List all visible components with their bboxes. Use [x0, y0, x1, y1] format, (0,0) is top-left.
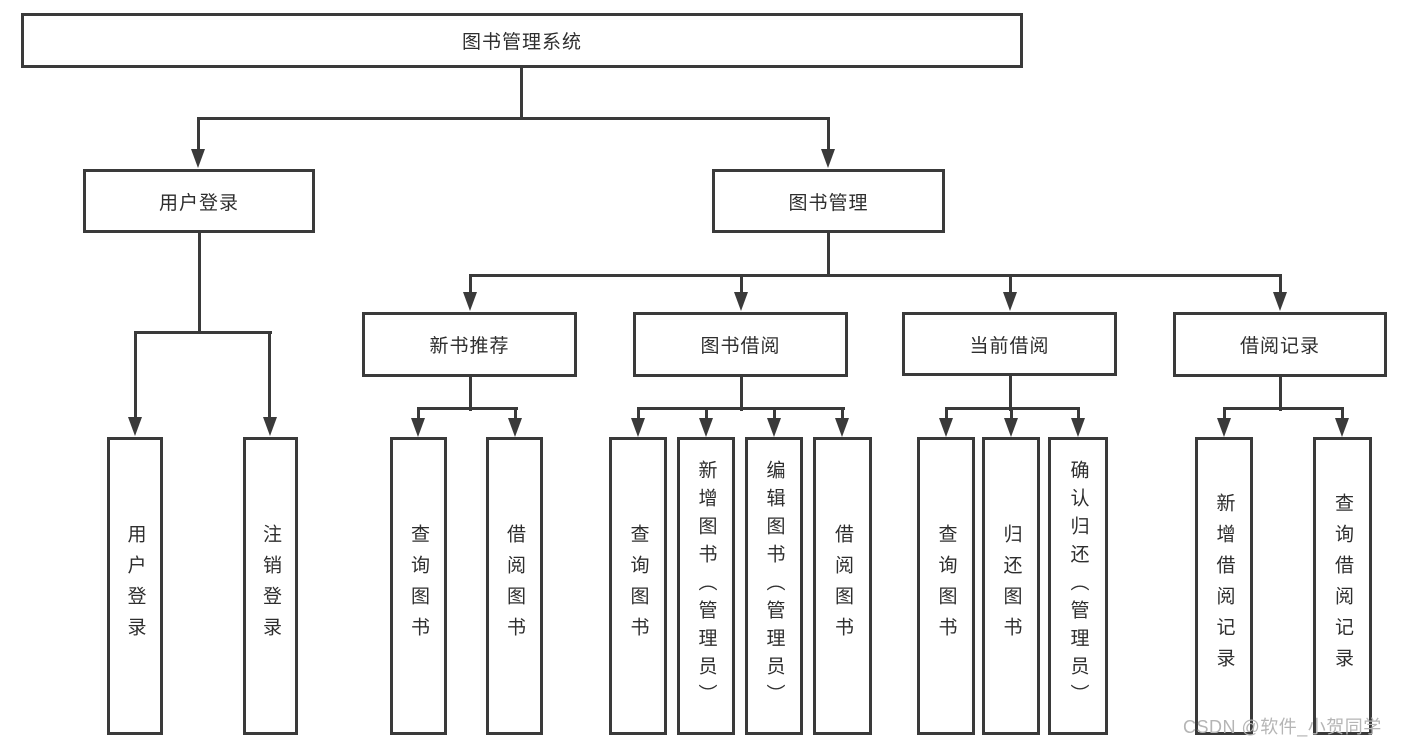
leaf-label: 确认归还（管理员）	[1067, 460, 1089, 712]
leaf-label: 注销登录	[260, 524, 281, 648]
node-borrowing-records: 借阅记录	[1173, 312, 1387, 377]
arrow-down-icon	[835, 418, 849, 437]
connector-line	[514, 407, 517, 423]
connector-line	[198, 231, 201, 334]
node-user-login: 用户登录	[83, 169, 315, 233]
arrow-down-icon	[508, 418, 522, 437]
leaf-query-books-borrow: 查询图书	[609, 437, 667, 735]
arrow-down-icon	[1071, 418, 1085, 437]
node-label: 图书借阅	[700, 336, 781, 357]
connector-line	[705, 407, 708, 423]
arrow-down-icon	[1217, 418, 1231, 437]
arrow-down-icon	[1335, 418, 1349, 437]
connector-line	[197, 117, 830, 120]
arrow-down-icon	[128, 417, 142, 436]
connector-line	[1009, 374, 1012, 411]
node-label: 图书管理	[788, 192, 869, 214]
connector-line	[1279, 274, 1282, 296]
connector-line	[417, 407, 420, 423]
node-library-management-system: 图书管理系统	[21, 13, 1023, 68]
connector-line	[1341, 407, 1344, 423]
leaf-edit-books-admin: 编辑图书（管理员）	[745, 437, 803, 735]
leaf-label: 归还图书	[1000, 524, 1022, 648]
node-book-management: 图书管理	[712, 169, 945, 233]
connector-line	[417, 407, 518, 410]
connector-line	[1010, 407, 1013, 423]
arrow-down-icon	[631, 418, 645, 437]
connector-line	[637, 407, 640, 423]
connector-line	[827, 231, 830, 277]
connector-line	[740, 274, 743, 296]
leaf-label: 查询图书	[627, 524, 649, 648]
node-label: 当前借阅	[969, 335, 1050, 357]
node-label: 用户登录	[158, 192, 239, 214]
leaf-logout: 注销登录	[243, 437, 298, 735]
node-new-book-recommend: 新书推荐	[362, 312, 577, 377]
leaf-label: 用户登录	[124, 524, 146, 648]
leaf-label: 查询借阅记录	[1332, 493, 1353, 679]
connector-line	[1223, 407, 1226, 423]
arrow-down-icon	[1273, 292, 1287, 311]
leaf-label: 借阅图书	[504, 524, 525, 648]
connector-line	[740, 374, 743, 411]
node-label: 新书推荐	[429, 336, 510, 357]
node-label: 借阅记录	[1239, 336, 1320, 357]
node-book-borrowing: 图书借阅	[633, 312, 848, 377]
connector-line	[1223, 407, 1344, 410]
arrow-down-icon	[1003, 292, 1017, 311]
leaf-label: 编辑图书（管理员）	[763, 460, 785, 712]
arrow-down-icon	[734, 292, 748, 311]
leaf-confirm-return-admin: 确认归还（管理员）	[1048, 437, 1108, 735]
connector-line	[469, 274, 1282, 277]
connector-line	[841, 407, 844, 423]
connector-line	[197, 117, 200, 152]
arrow-down-icon	[821, 149, 835, 168]
leaf-borrow-books-recommend: 借阅图书	[486, 437, 543, 735]
leaf-label: 新增借阅记录	[1213, 493, 1235, 679]
connector-line	[268, 331, 271, 423]
leaf-label: 查询图书	[935, 524, 957, 648]
leaf-query-borrow-record: 查询借阅记录	[1313, 437, 1372, 735]
watermark: CSDN @软件_小贺同学	[1183, 717, 1382, 737]
leaf-user-login: 用户登录	[107, 437, 163, 735]
arrow-down-icon	[263, 417, 277, 436]
node-current-borrowing: 当前借阅	[902, 312, 1117, 376]
arrow-down-icon	[699, 418, 713, 437]
leaf-query-books-recommend: 查询图书	[390, 437, 447, 735]
connector-line	[469, 274, 472, 296]
connector-line	[1077, 407, 1080, 423]
leaf-add-borrow-record: 新增借阅记录	[1195, 437, 1253, 735]
leaf-label: 查询图书	[408, 524, 429, 648]
leaf-label: 借阅图书	[832, 524, 853, 648]
node-label: 图书管理系统	[461, 32, 582, 53]
connector-line	[134, 331, 137, 423]
arrow-down-icon	[1004, 418, 1018, 437]
leaf-return-books: 归还图书	[982, 437, 1040, 735]
connector-line	[945, 407, 948, 423]
connector-line	[827, 117, 830, 152]
arrow-down-icon	[411, 418, 425, 437]
leaf-add-books-admin: 新增图书（管理员）	[677, 437, 735, 735]
connector-line	[1279, 374, 1282, 411]
connector-line	[637, 407, 845, 410]
connector-line	[469, 374, 472, 411]
leaf-borrow-books: 借阅图书	[813, 437, 872, 735]
leaf-query-books-current: 查询图书	[917, 437, 975, 735]
arrow-down-icon	[767, 418, 781, 437]
arrow-down-icon	[939, 418, 953, 437]
connector-line	[1009, 274, 1012, 296]
leaf-label: 新增图书（管理员）	[695, 460, 717, 712]
connector-line	[773, 407, 776, 423]
connector-line	[520, 66, 523, 118]
arrow-down-icon	[191, 149, 205, 168]
arrow-down-icon	[463, 292, 477, 311]
connector-line	[134, 331, 272, 334]
